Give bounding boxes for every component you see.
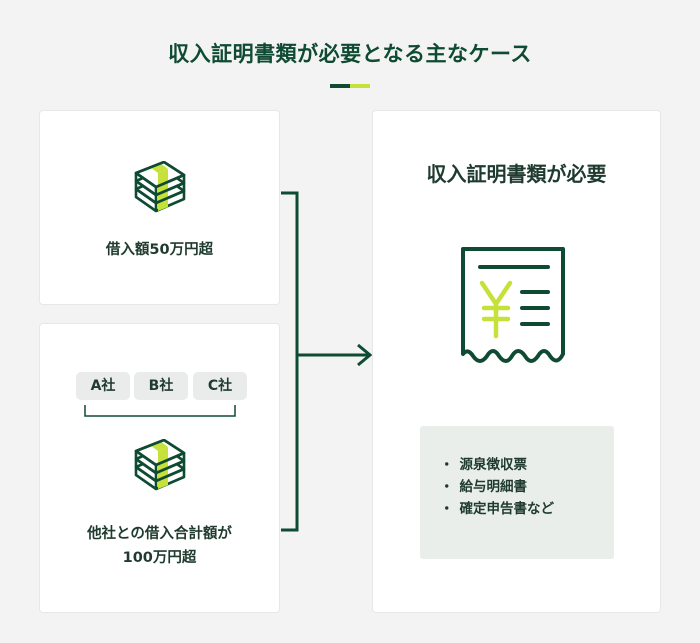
result-card: 収入証明書類が必要 ・源泉徴収票 ・給与明細書 ・確定申告書など xyxy=(372,110,661,613)
case-card-other-loans: A社 B社 C社 他社との借入合計額が 100万円超 xyxy=(39,323,280,613)
title-accent-dark xyxy=(330,84,350,88)
company-bracket xyxy=(84,405,236,417)
company-chip-b: B社 xyxy=(134,372,188,400)
document-list: ・源泉徴収票 ・給与明細書 ・確定申告書など xyxy=(420,426,614,559)
money-stack-icon xyxy=(134,439,186,491)
list-item: ・源泉徴収票 xyxy=(440,457,527,473)
receipt-yen-icon xyxy=(461,247,565,363)
case2-label-line1: 他社との借入合計額が xyxy=(87,526,232,542)
page-title: 収入証明書類が必要となる主なケース xyxy=(168,42,532,66)
connector-arrow-icon xyxy=(281,191,373,532)
title-accent-lime xyxy=(350,84,370,88)
result-title: 収入証明書類が必要 xyxy=(426,162,607,186)
company-chip-c: C社 xyxy=(193,372,247,400)
money-stack-icon xyxy=(134,161,186,213)
list-item: ・確定申告書など xyxy=(440,501,554,517)
case2-label-line2: 100万円超 xyxy=(122,550,197,566)
case1-label: 借入額50万円超 xyxy=(105,242,214,258)
list-item: ・給与明細書 xyxy=(440,479,527,495)
company-chip-a: A社 xyxy=(76,372,130,400)
case-card-loan-amount: 借入額50万円超 xyxy=(39,110,280,305)
